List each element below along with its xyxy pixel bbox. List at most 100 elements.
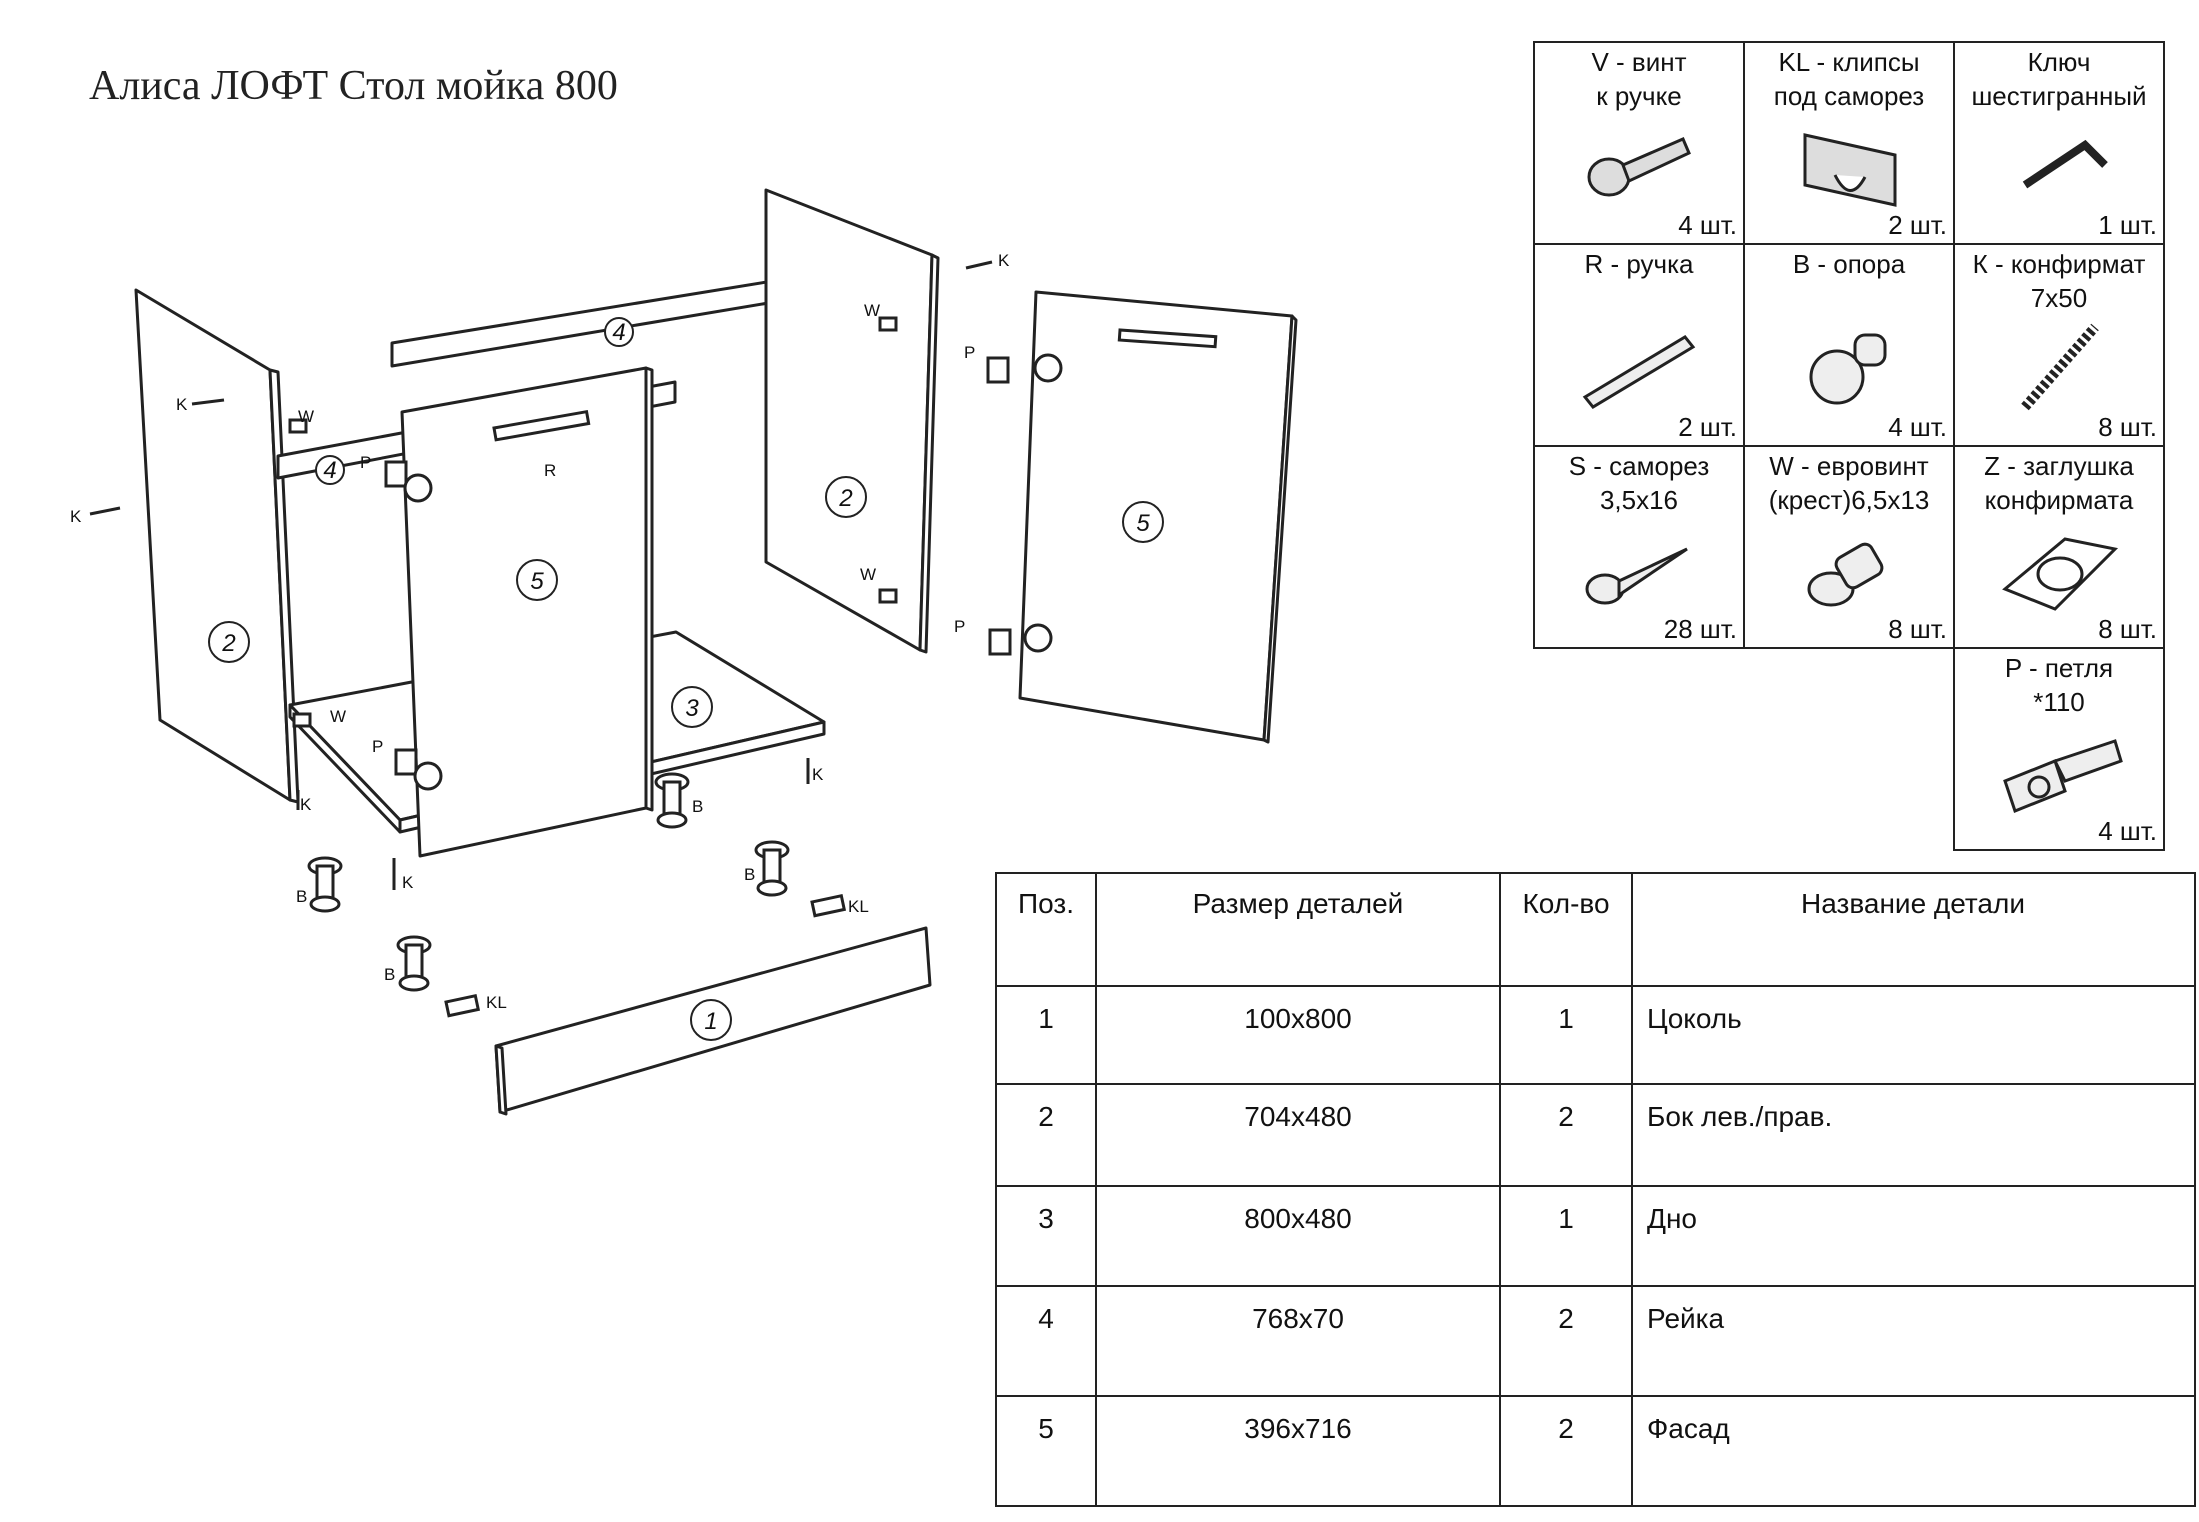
- label-b: B: [692, 797, 703, 816]
- confirmat-k3: [965, 260, 993, 270]
- label-p: P: [372, 737, 383, 756]
- cell-pos: 3: [995, 1185, 1097, 1287]
- euro-screw-w1: [288, 418, 308, 434]
- handle-icon: [1582, 335, 1696, 409]
- euro-screw-w3: [878, 316, 898, 332]
- leg-b3: [654, 772, 690, 829]
- euro-screw-w2: [292, 712, 312, 728]
- page-title: Алиса ЛОФТ Стол мойка 800: [89, 63, 618, 109]
- cell-pos: 2: [995, 1083, 1097, 1187]
- cell-qty: 2: [1499, 1395, 1633, 1507]
- label-b: B: [296, 887, 307, 906]
- label-w: W: [298, 407, 314, 426]
- label-kl: KL: [848, 897, 869, 916]
- hinge-left-top: [384, 460, 433, 503]
- cell-qty: 1: [1499, 985, 1633, 1085]
- column-header: Название детали: [1631, 872, 2196, 987]
- hardware-cell: R - ручка 2 шт.: [1533, 243, 1745, 447]
- hinge-left-bottom: [394, 748, 443, 791]
- part-number-circle: [604, 317, 634, 347]
- label-k: K: [998, 251, 1010, 270]
- part-label-3: 3: [685, 695, 699, 722]
- confirmat-icon: [2021, 323, 2099, 411]
- hardware-cell: KL - клипсы под саморез 2 шт.: [1743, 41, 1955, 245]
- column-header: Размер деталей: [1095, 872, 1501, 987]
- hardware-qty: 28 шт.: [1663, 614, 1737, 644]
- cap-icon: [2002, 537, 2119, 611]
- handle-r-right: [1117, 328, 1218, 349]
- label-kl: KL: [486, 993, 507, 1012]
- hardware-qty: 4 шт.: [1888, 412, 1947, 442]
- hardware-table: V - винт к ручке 4 шт. KL - клипсы под с…: [1533, 41, 2165, 851]
- hardware-cell: P - петля *110 4 шт.: [1953, 647, 2165, 851]
- hinge-right-top: [986, 353, 1063, 384]
- label-k: K: [70, 507, 82, 526]
- euro-screw-icon: [1807, 542, 1884, 607]
- self-tapping-screw-icon: [1585, 547, 1688, 605]
- hardware-name: P - петля: [2004, 653, 2114, 683]
- hardware-cell: W - евровинт (крест)6,5х13 8 шт.: [1743, 445, 1955, 649]
- hardware-cell: Ключ шестигранный 1 шт.: [1953, 41, 2165, 245]
- hardware-name: R - ручка: [1584, 249, 1694, 279]
- hardware-cell: S - саморез 3,5х16 28 шт.: [1533, 445, 1745, 649]
- cell-size: 768х70: [1095, 1285, 1501, 1397]
- part-label-5: 5: [530, 568, 544, 595]
- hardware-name: W - евровинт: [1769, 451, 1929, 481]
- part-number-circle: [208, 621, 250, 663]
- part-number-circle: [315, 455, 345, 485]
- table-row: 4 768х70 2 Рейка: [995, 1285, 2196, 1397]
- screw-icon: [1587, 137, 1691, 197]
- part-number-circle: [516, 559, 558, 601]
- clip-icon: [1803, 133, 1897, 207]
- back-rail-4: [390, 271, 824, 368]
- cell-pos: 4: [995, 1285, 1097, 1397]
- cell-qty: 2: [1499, 1083, 1633, 1187]
- part-label-1: 1: [704, 1008, 717, 1035]
- hardware-qty: 8 шт.: [1888, 614, 1947, 644]
- part-label-4: 4: [323, 457, 336, 484]
- euro-screw-w4: [878, 588, 898, 604]
- hardware-name: шестигранный: [1971, 81, 2147, 111]
- hardware-cell: B - опора 4 шт.: [1743, 243, 1955, 447]
- cell-name: Цоколь: [1631, 985, 2196, 1085]
- hardware-qty: 2 шт.: [1678, 412, 1737, 442]
- label-k: K: [402, 873, 414, 892]
- empty-cell: [1744, 648, 1954, 850]
- hardware-name: конфирмата: [1984, 485, 2134, 515]
- part-label-2: 2: [838, 485, 852, 512]
- cell-pos: 1: [995, 985, 1097, 1085]
- cell-size: 704х480: [1095, 1083, 1501, 1187]
- part-number-circle: [690, 999, 732, 1041]
- part-number-circle: [1122, 501, 1164, 543]
- exploded-assembly-diagram: 4 4 2 2 5 5 3 1 K K K K K K W W W W P P …: [70, 188, 1298, 1116]
- label-w: W: [330, 707, 346, 726]
- label-b: B: [384, 965, 395, 984]
- hinge-icon: [2003, 739, 2123, 813]
- hardware-qty: 4 шт.: [1678, 210, 1737, 240]
- hardware-qty: 4 шт.: [2098, 816, 2157, 846]
- hinge-right-bottom: [988, 623, 1053, 656]
- part-number-circle: [825, 476, 867, 518]
- part-label-4: 4: [612, 319, 625, 346]
- hardware-qty: 2 шт.: [1888, 210, 1947, 240]
- hardware-name: B - опора: [1792, 249, 1906, 279]
- hardware-name: S - саморез: [1568, 451, 1710, 481]
- hardware-cell: V - винт к ручке 4 шт.: [1533, 41, 1745, 245]
- cell-name: Дно: [1631, 1185, 2196, 1287]
- leg-b1: [307, 856, 343, 913]
- label-k: K: [176, 395, 188, 414]
- clip-kl2: [444, 993, 481, 1018]
- label-p: P: [360, 453, 371, 472]
- label-p: P: [954, 617, 965, 636]
- right-side-panel: [764, 188, 934, 652]
- part-number-circle: [671, 686, 713, 728]
- label-k: K: [300, 795, 312, 814]
- label-b: B: [744, 865, 755, 884]
- left-side-panel: [134, 288, 292, 802]
- table-row: 5 396х716 2 Фасад: [995, 1395, 2196, 1507]
- hex-key-icon: [2022, 139, 2108, 189]
- hardware-name: 3,5х16: [1599, 485, 1679, 515]
- hardware-name: *110: [2033, 687, 2085, 717]
- handle-r-left: [492, 409, 591, 442]
- hardware-name: к ручке: [1596, 81, 1682, 111]
